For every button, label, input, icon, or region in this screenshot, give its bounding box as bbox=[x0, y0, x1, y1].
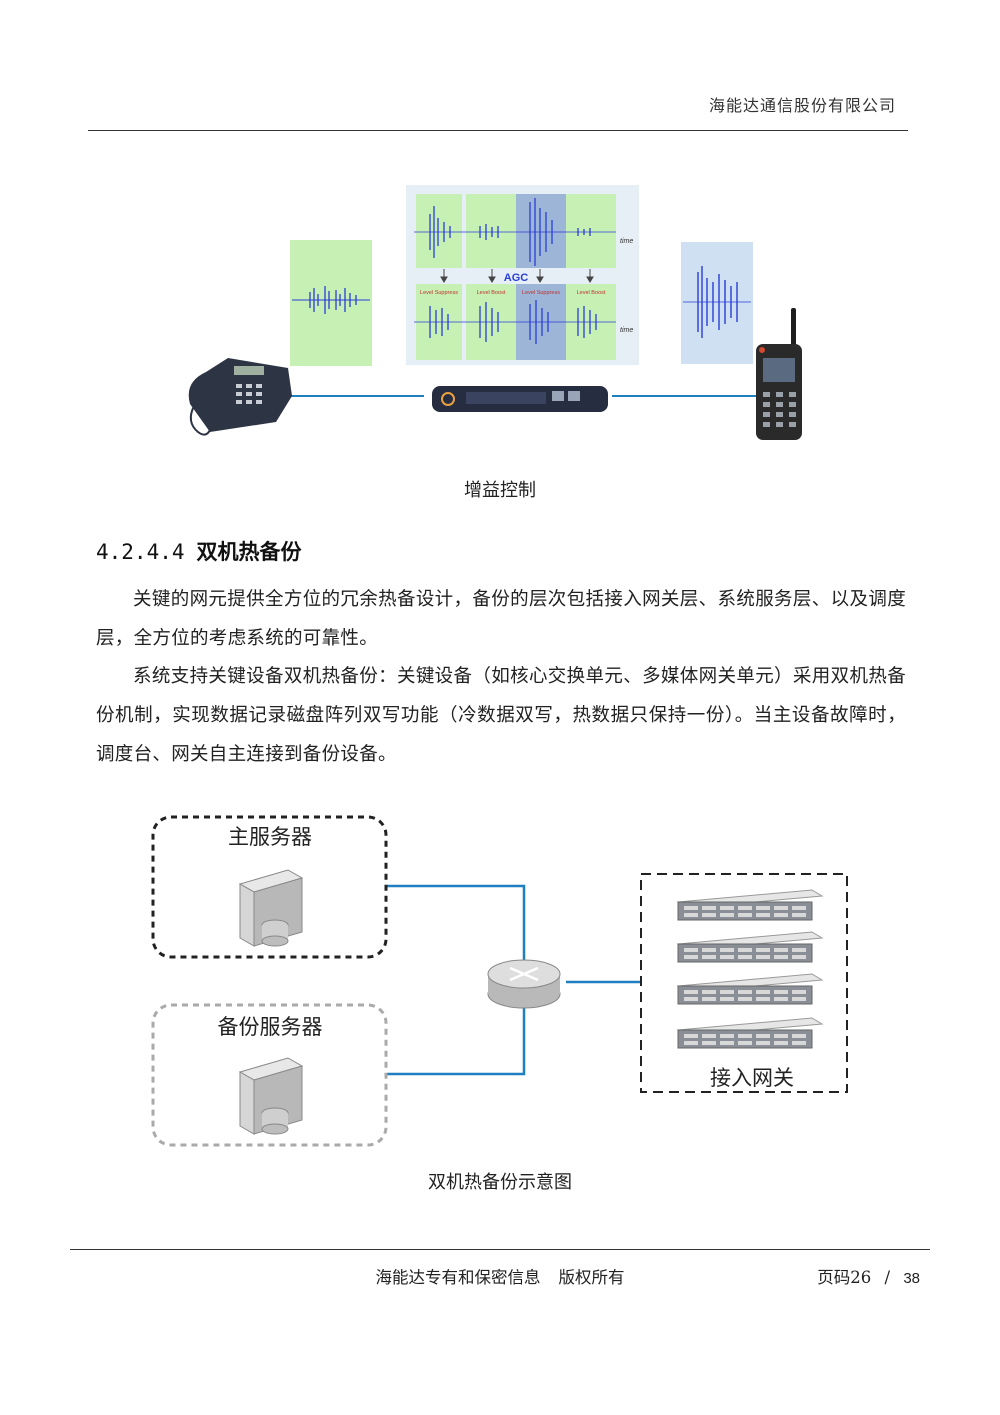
company-name: 海能达通信股份有限公司 bbox=[708, 96, 896, 115]
header-rule bbox=[88, 130, 908, 131]
section-number: 4.2.4.4 bbox=[96, 540, 185, 564]
page-current: 页码26 bbox=[817, 1268, 872, 1287]
page-separator: / bbox=[884, 1268, 891, 1287]
agc-figure: AGC time time Level Suppress Level Boost… bbox=[188, 185, 802, 440]
desk-phone-icon bbox=[188, 358, 292, 436]
page-number: 页码26 / 38 bbox=[817, 1264, 920, 1288]
section-title: 双机热备份 bbox=[196, 539, 302, 564]
gateway-device-icon bbox=[432, 386, 608, 412]
backup-server-icon bbox=[238, 1057, 304, 1135]
backup-server-group bbox=[151, 1003, 388, 1147]
gateway-label: 接入网关 bbox=[710, 1067, 794, 1090]
page-total: 38 bbox=[903, 1270, 920, 1287]
storage-array-icon bbox=[676, 889, 824, 1049]
time-label-top: time bbox=[620, 238, 633, 245]
time-label-bottom: time bbox=[620, 327, 633, 334]
gateway-group bbox=[640, 873, 848, 1093]
hot-standby-diagram: 主服务器 备份服务器 bbox=[151, 815, 848, 1147]
paragraph-2: 系统支持关键设备双机热备份：关键设备（如核心交换单元、多媒体网关单元）采用双机热… bbox=[96, 666, 906, 765]
input-waveform bbox=[292, 286, 370, 314]
figure1-caption: 增益控制 bbox=[464, 480, 536, 501]
paragraph-1: 关键的网元提供全方位的冗余热备设计，备份的层次包括接入网关层、系统服务层、以及调… bbox=[96, 589, 906, 649]
footer-rule bbox=[70, 1249, 930, 1250]
agc-label: AGC bbox=[504, 272, 529, 284]
footer-confidential: 海能达专有和保密信息 bbox=[375, 1268, 541, 1287]
output-waveform bbox=[683, 266, 751, 338]
footer-rights: 版权所有 bbox=[558, 1268, 625, 1287]
backup-server-label: 备份服务器 bbox=[218, 1016, 323, 1039]
section-heading: 4.2.4.4 双机热备份 bbox=[96, 536, 302, 566]
figure2-caption: 双机热备份示意图 bbox=[428, 1172, 572, 1193]
primary-server-label: 主服务器 bbox=[228, 826, 312, 849]
footer-notice: 海能达专有和保密信息版权所有 bbox=[0, 1264, 1000, 1288]
radio-handset-icon bbox=[756, 308, 802, 440]
output-signal-panel bbox=[681, 242, 753, 364]
primary-server-group bbox=[151, 815, 388, 959]
level-label-2: Level Boost bbox=[477, 290, 506, 296]
input-signal-panel bbox=[290, 240, 372, 366]
level-label-1: Level Suppress bbox=[420, 290, 458, 296]
level-label-4: Level Boost bbox=[577, 290, 606, 296]
level-label-3: Level Suppress bbox=[522, 290, 560, 296]
primary-server-icon bbox=[238, 869, 304, 947]
router-icon bbox=[487, 959, 561, 1009]
